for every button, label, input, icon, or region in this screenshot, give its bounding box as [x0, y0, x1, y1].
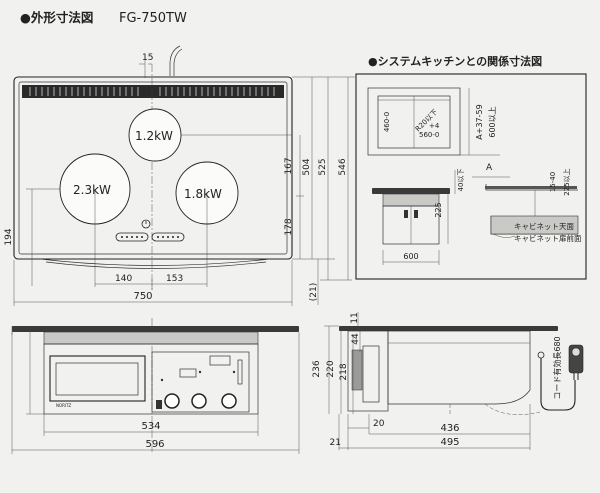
cabinet-front-label: キャビネット扉前面	[514, 233, 582, 243]
dim-21-paren: (21)	[309, 283, 319, 301]
dim-11: 11	[350, 312, 360, 323]
cutout-plus4: +4	[429, 122, 440, 130]
dim-525: 525	[318, 158, 328, 175]
dim-236: 236	[312, 360, 322, 377]
left-burner-label: 2.3kW	[73, 183, 111, 197]
dim-546: 546	[338, 158, 348, 175]
dim-153: 153	[166, 274, 183, 284]
dim-225: 225	[434, 202, 443, 217]
dim-167: 167	[284, 157, 294, 174]
svg-text:NORITZ: NORITZ	[56, 403, 72, 408]
control-panel-left	[115, 232, 149, 242]
dim-436: 436	[440, 423, 459, 434]
side-view: コード有効長680 236 220 218 44 11 20 436 495 2…	[312, 312, 584, 450]
system-title: ●システムキッチンとの関係寸法図	[368, 54, 542, 68]
dim-15: 15	[142, 53, 153, 63]
dim-40-below: 40以下	[457, 169, 465, 192]
cabinet-top-label: キャビネット天面	[514, 222, 574, 231]
dim-15-40: 15-40	[549, 172, 557, 192]
cutout-560: 560-0	[419, 131, 439, 139]
label-a: A	[486, 163, 493, 173]
dim-178: 178	[284, 218, 294, 235]
left-knob	[164, 393, 180, 409]
dim-21: 21	[330, 438, 341, 448]
dim-20: 20	[373, 419, 385, 429]
dim-140: 140	[115, 274, 132, 284]
dim-220: 220	[326, 360, 336, 377]
center-knob	[191, 393, 207, 409]
dim-504: 504	[302, 158, 312, 175]
system-kitchen-view: ●システムキッチンとの関係寸法図 460-0 R20以下 +4 560-0 A+…	[355, 54, 587, 280]
dim-225-up: 225以上	[562, 168, 571, 195]
power-switch-icon	[141, 219, 151, 229]
dim-750: 750	[133, 291, 152, 302]
cord-length-label: コード有効長680	[552, 336, 562, 399]
front-view: NORITZ 534 596	[11, 318, 300, 454]
top-view: 1.2kW 2.3kW 1.8kW 15 194 140 153 7	[4, 45, 355, 306]
right-burner-label: 1.8kW	[184, 187, 222, 201]
dim-495: 495	[440, 437, 459, 448]
dim-596: 596	[145, 439, 164, 450]
dim-a3759: A+37-59	[475, 104, 484, 139]
back-burner-label: 1.2kW	[135, 129, 173, 143]
model-number: FG-750TW	[119, 11, 187, 26]
right-knob	[221, 393, 237, 409]
control-panel-right	[151, 232, 185, 242]
dim-218: 218	[339, 363, 349, 380]
cutout-460: 460-0	[383, 112, 391, 132]
dim-194: 194	[4, 228, 14, 245]
dim-44: 44	[351, 333, 361, 345]
dim-534: 534	[141, 421, 160, 432]
dim-600-up: 600以上	[488, 106, 497, 137]
dim-600: 600	[403, 252, 418, 261]
drawing-title: ●外形寸法図	[20, 10, 93, 25]
